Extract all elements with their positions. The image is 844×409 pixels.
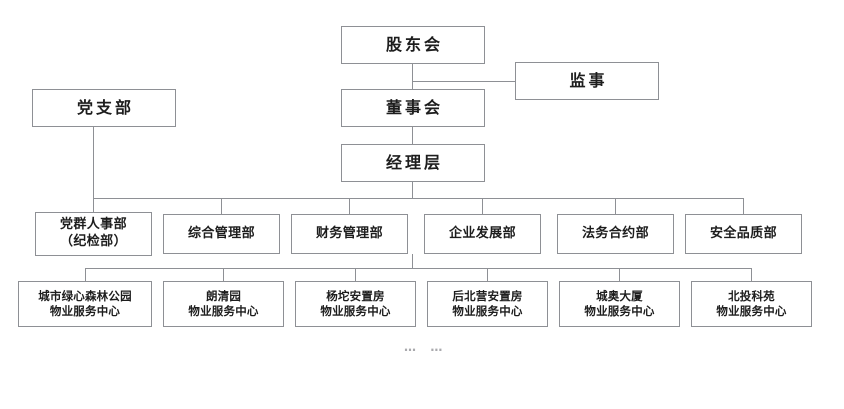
org-node-shareholders[interactable]: 股东会 [341,26,485,64]
connector-center-drop-5 [619,268,620,281]
org-node-label: 城奥大厦 物业服务中心 [584,289,655,318]
connector-center-bus [85,268,752,269]
org-node-center-green-heart[interactable]: 城市绿心森林公园 物业服务中心 [18,281,152,327]
org-node-label: 董事会 [385,97,443,117]
org-node-label: 安全品质部 [709,225,777,241]
org-node-dept-party-hr[interactable]: 党群人事部 （纪检部） [35,212,152,256]
org-node-label: 财务管理部 [315,225,383,241]
org-node-dept-finance[interactable]: 财务管理部 [291,214,408,254]
connector-center-drop-1 [85,268,86,281]
org-node-center-beitou[interactable]: 北投科苑 物业服务中心 [691,281,812,327]
org-node-label: 党群人事部 （纪检部） [59,217,127,249]
connector-board-stem [412,127,413,144]
connector-dept-drop-5 [615,198,616,214]
org-node-label: 企业发展部 [448,225,516,241]
org-node-label: 党支部 [76,97,134,117]
connector-supervisor-link [412,81,516,82]
org-node-label: 监事 [569,70,608,90]
org-node-label: 朗清园 物业服务中心 [188,289,259,318]
org-node-center-chengao[interactable]: 城奥大厦 物业服务中心 [559,281,680,327]
org-node-party-branch[interactable]: 党支部 [32,89,176,127]
org-node-label: 经理层 [385,152,443,172]
org-node-dept-safety[interactable]: 安全品质部 [685,214,802,254]
connector-center-drop-6 [751,268,752,281]
org-node-label: 杨坨安置房 物业服务中心 [320,289,391,318]
connector-management-stem [412,182,413,198]
connector-center-drop-2 [223,268,224,281]
connector-center-drop-3 [355,268,356,281]
org-node-dept-legal[interactable]: 法务合约部 [557,214,674,254]
connector-dept-drop-1 [93,198,94,212]
connector-dept-drop-6 [743,198,744,214]
connector-dept-drop-4 [482,198,483,214]
connector-center-feed [412,254,413,268]
org-node-center-yangtuo[interactable]: 杨坨安置房 物业服务中心 [295,281,416,327]
org-node-label: 北投科苑 物业服务中心 [716,289,787,318]
connector-party-branch-stem [93,127,94,198]
org-node-center-langqing[interactable]: 朗清园 物业服务中心 [163,281,284,327]
more-indicator: … … [404,340,445,354]
org-node-management[interactable]: 经理层 [341,144,485,182]
connector-shareholders-stem [412,64,413,89]
org-node-label: 后北营安置房 物业服务中心 [452,289,523,318]
org-node-center-houbeiying[interactable]: 后北营安置房 物业服务中心 [427,281,548,327]
org-node-label: 综合管理部 [187,225,255,241]
org-node-label: 股东会 [385,34,443,54]
connector-dept-drop-3 [349,198,350,214]
connector-center-drop-4 [487,268,488,281]
org-node-label: 城市绿心森林公园 物业服务中心 [38,289,132,318]
org-node-dept-enterprise[interactable]: 企业发展部 [424,214,541,254]
connector-dept-drop-2 [221,198,222,214]
org-node-dept-general[interactable]: 综合管理部 [163,214,280,254]
connector-dept-bus [93,198,744,199]
org-node-board[interactable]: 董事会 [341,89,485,127]
org-node-label: 法务合约部 [581,225,649,241]
org-node-supervisor[interactable]: 监事 [515,62,659,100]
